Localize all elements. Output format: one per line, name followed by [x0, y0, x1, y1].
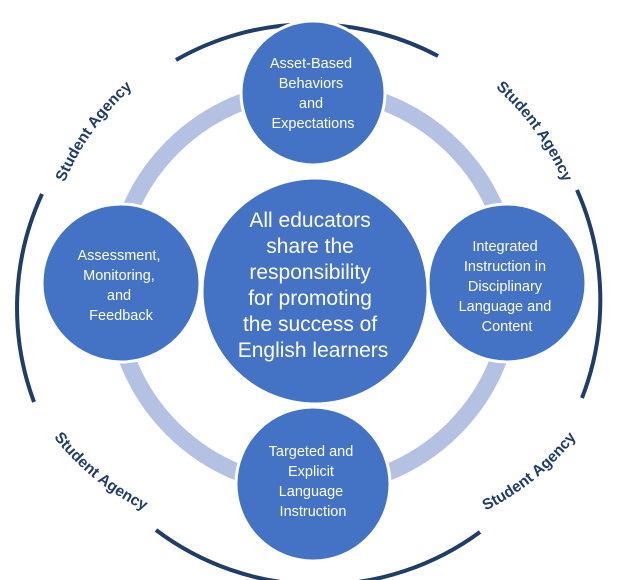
node-top: Asset-Based Behaviors and Expectations	[239, 19, 387, 167]
node-right: Integrated Instruction in Disciplinary L…	[426, 202, 588, 364]
student-agency-label-bottom-left: Student Agency	[51, 429, 151, 514]
node-right-line: Instruction in	[464, 259, 546, 275]
node-bottom-line: Language	[279, 484, 344, 500]
node-left: Assessment, Monitoring, and Feedback	[40, 202, 202, 364]
center-text: All educators share the responsibility f…	[238, 209, 389, 362]
node-left-line: Assessment,	[77, 248, 160, 264]
node-top-text: Asset-Based Behaviors and Expectations	[270, 56, 356, 132]
outer-arc-right	[575, 189, 603, 399]
node-right-line: Disciplinary	[468, 279, 543, 295]
node-left-line: and	[107, 288, 131, 304]
node-left-text: Assessment, Monitoring, and Feedback	[77, 248, 164, 324]
node-bottom-line: Instruction	[280, 504, 347, 520]
center-node: All educators share the responsibility f…	[200, 176, 430, 406]
node-top-line: Expectations	[271, 116, 354, 132]
node-left-circle	[40, 202, 202, 364]
node-top-line: and	[299, 96, 323, 112]
student-agency-label-top-left: Student Agency	[53, 78, 136, 184]
node-left-line: Feedback	[89, 308, 153, 324]
center-line: English learners	[238, 339, 389, 362]
node-top-line: Asset-Based	[270, 56, 352, 72]
outer-arc-left	[15, 193, 44, 403]
node-bottom-circle	[234, 405, 392, 563]
node-right-text: Integrated Instruction in Disciplinary L…	[459, 239, 556, 335]
node-right-line: Language and	[459, 299, 552, 315]
outer-arc-bottom	[154, 528, 482, 580]
student-agency-label-top-right: Student Agency	[493, 78, 576, 184]
node-right-line: Integrated	[472, 239, 537, 255]
node-bottom-line: Targeted and	[269, 444, 354, 460]
center-line: the success of	[243, 313, 377, 336]
node-bottom-line: Explicit	[288, 464, 334, 480]
center-line: All educators	[249, 209, 370, 232]
center-line: share the	[266, 235, 354, 258]
student-agency-label-bottom-right: Student Agency	[480, 429, 580, 514]
node-bottom-text: Targeted and Explicit Language Instructi…	[269, 444, 358, 520]
node-right-line: Content	[482, 319, 533, 335]
node-right-circle	[426, 202, 588, 364]
node-left-line: Monitoring,	[83, 268, 155, 284]
center-line: for promoting	[248, 287, 372, 310]
node-top-circle	[239, 19, 387, 167]
node-top-line: Behaviors	[279, 76, 343, 92]
node-bottom: Targeted and Explicit Language Instructi…	[234, 405, 392, 563]
center-line: responsibility	[249, 261, 371, 284]
